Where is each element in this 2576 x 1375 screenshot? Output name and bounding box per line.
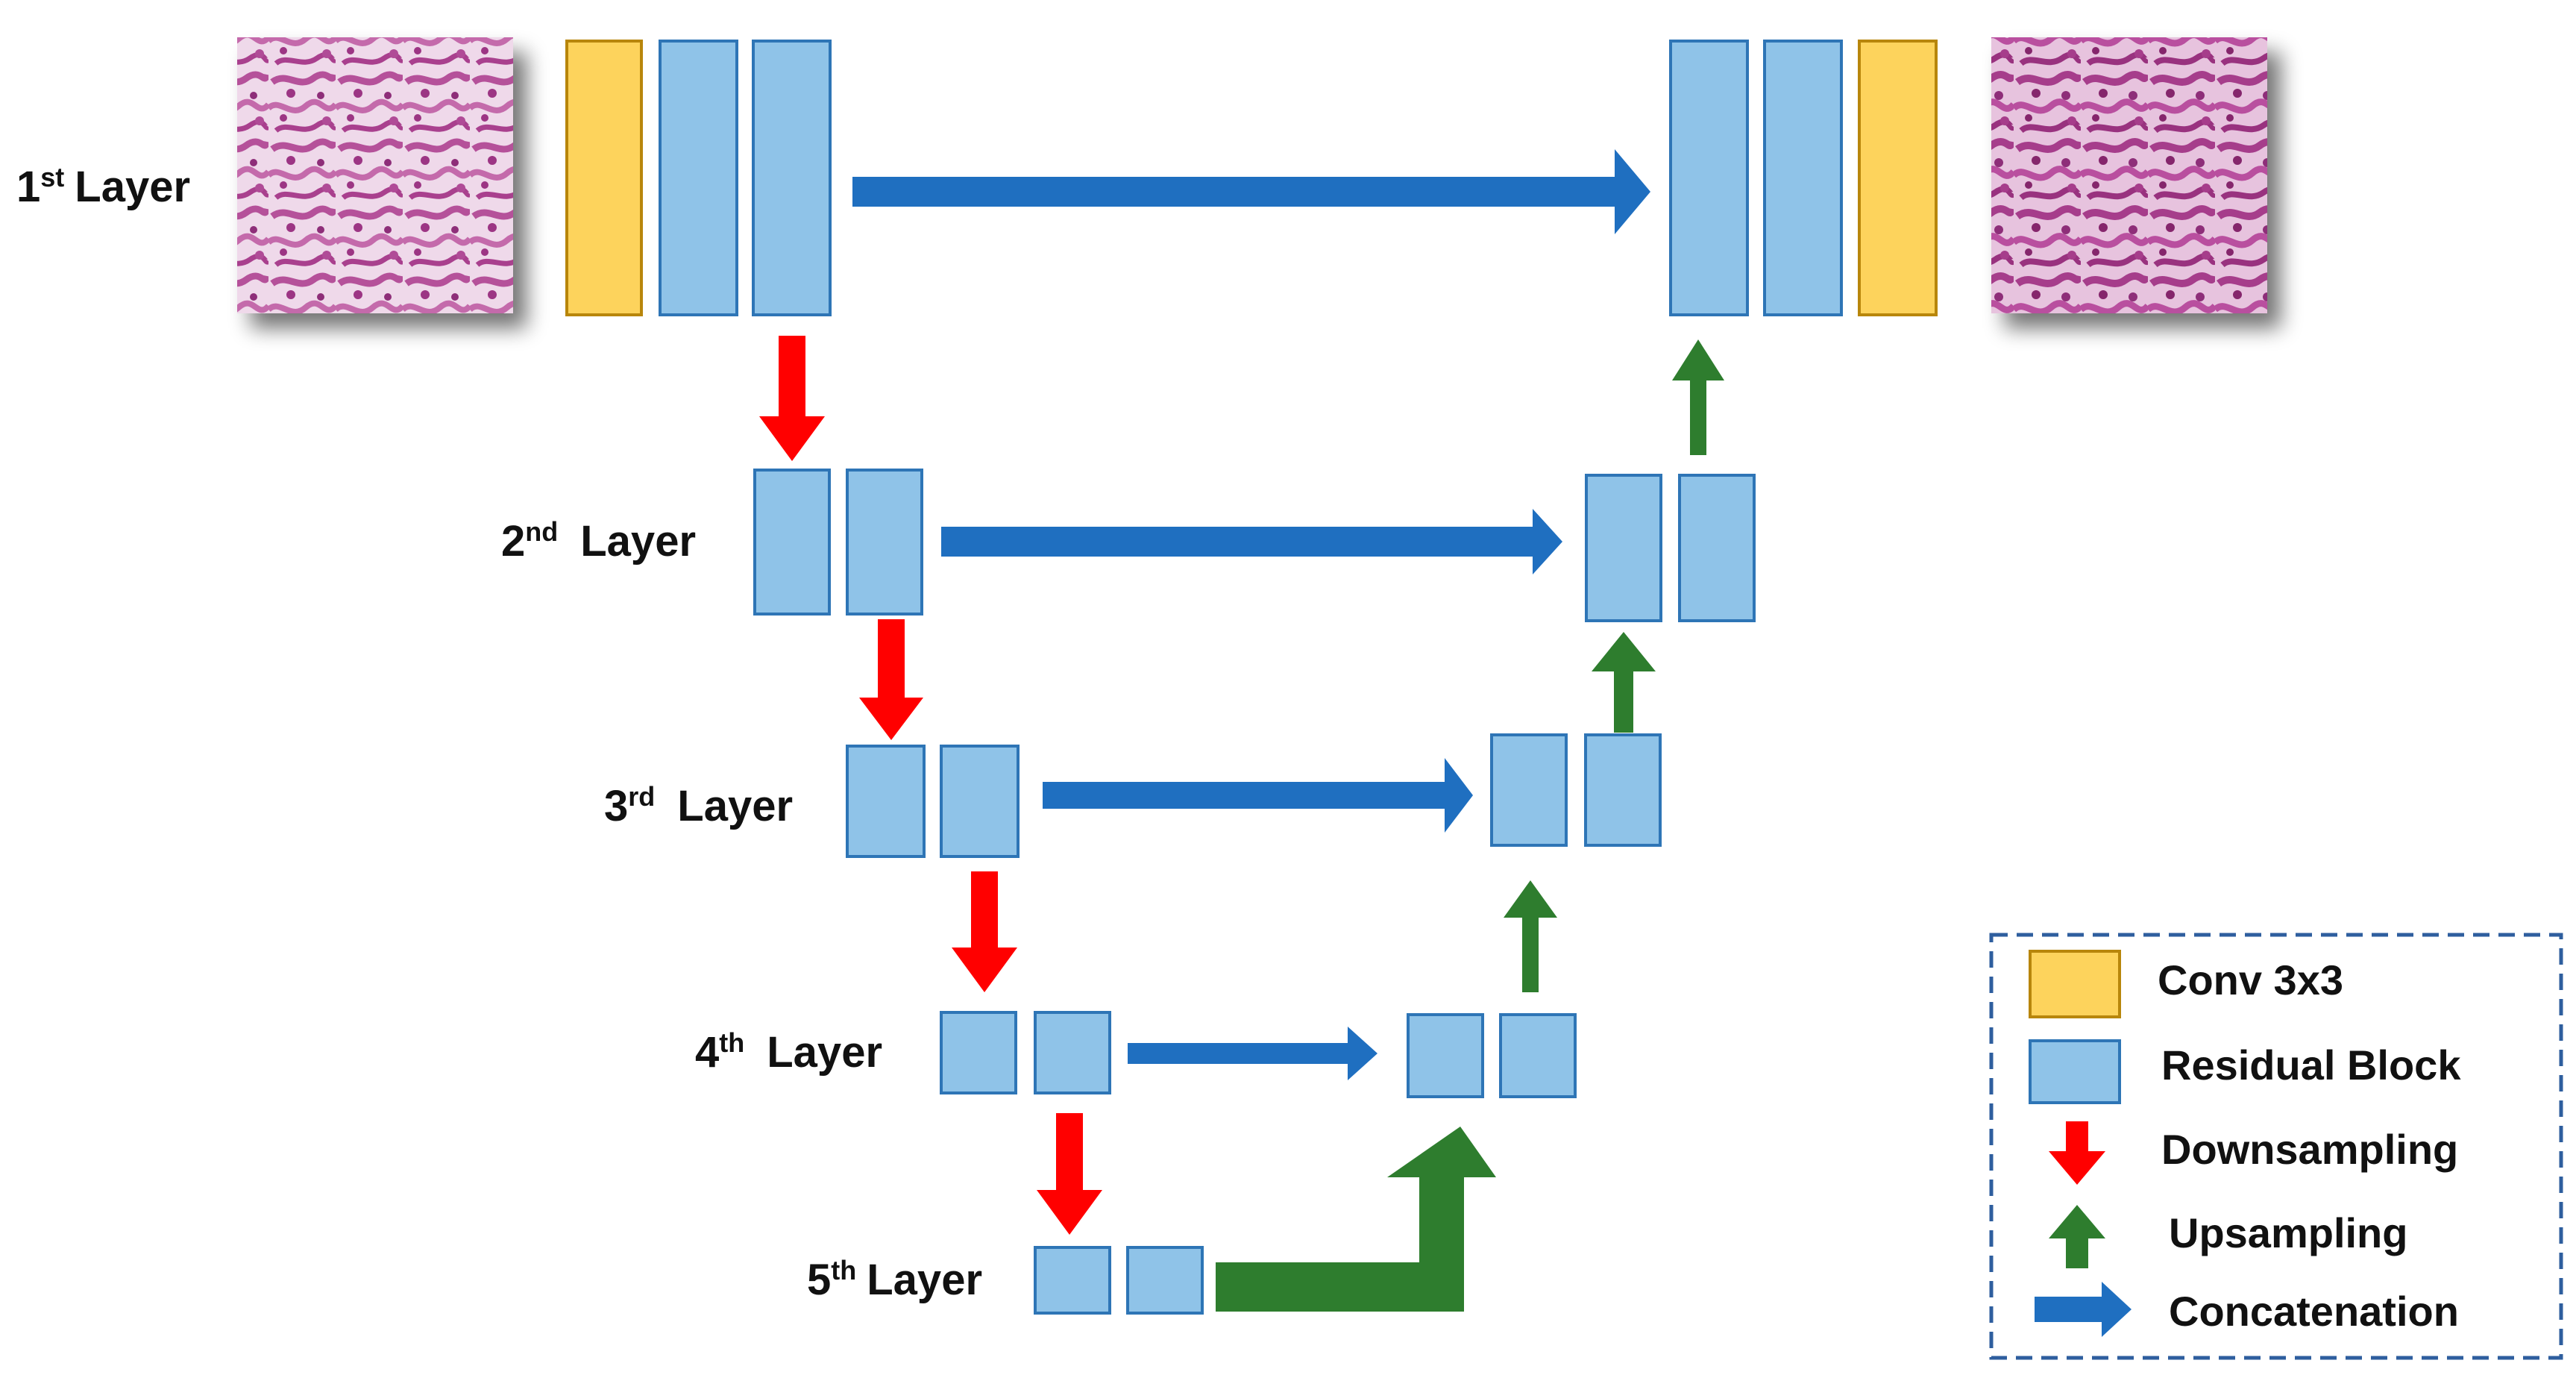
residual-block [1678,474,1756,622]
upsampling-arrow [1672,339,1724,455]
residual-block [846,745,926,858]
legend-conv-label: Conv 3x3 [2158,956,2343,1003]
residual-block [1499,1013,1577,1098]
downsampling-arrow [759,336,825,461]
residual-block [1763,40,1843,316]
legend-concatenation-arrow [2035,1282,2132,1337]
concatenation-arrow [1043,758,1473,833]
encoder-layer-5 [1034,1246,1204,1315]
upsampling-arrow [1592,632,1656,733]
conv-block [1858,40,1938,316]
residual-block [1584,733,1662,847]
upsampling-arrow [1504,880,1557,992]
residual-block [752,40,832,316]
output-histology-image [1991,37,2267,313]
legend-residual-swatch [2029,1039,2121,1104]
residual-block [1034,1011,1111,1094]
legend-conv-swatch [2029,950,2121,1018]
legend-upsampling-arrow [2049,1205,2105,1268]
concatenation-arrow [941,509,1562,574]
conv-block [565,40,643,316]
residual-block [1669,40,1749,316]
residual-block [1126,1246,1204,1315]
legend-downsampling-label: Downsampling [2161,1126,2458,1173]
downsampling-arrow [952,871,1017,992]
residual-block [1407,1013,1484,1098]
downsampling-arrow [1037,1113,1102,1235]
decoder-layer-4 [1407,1013,1577,1098]
legend-residual-label: Residual Block [2161,1042,2461,1089]
legend-upsampling-label: Upsampling [2169,1209,2407,1256]
residual-block [846,469,923,616]
legend-concatenation-label: Concatenation [2169,1288,2459,1335]
concatenation-arrow [852,149,1650,234]
concatenation-arrow [1128,1027,1377,1080]
input-histology-image [237,37,513,313]
residual-block [940,1011,1017,1094]
residual-block [753,469,831,616]
encoder-layer-2 [753,469,923,616]
downsampling-arrow [859,619,923,740]
legend-downsampling-arrow [2049,1121,2105,1185]
encoder-layer-1 [565,40,832,316]
decoder-layer-3 [1490,733,1662,847]
decoder-layer-1 [1669,40,1938,316]
encoder-layer-4 [940,1011,1111,1094]
decoder-layer-2 [1585,474,1756,622]
residual-block [1490,733,1568,847]
residual-block [659,40,738,316]
residual-block [1585,474,1662,622]
residual-block [1034,1246,1111,1315]
encoder-layer-3 [846,745,1020,858]
legend: Conv 3x3 Residual Block Downsampling Ups… [1989,933,2563,1360]
residual-block [940,745,1020,858]
upsampling-arrow [1216,1127,1496,1312]
